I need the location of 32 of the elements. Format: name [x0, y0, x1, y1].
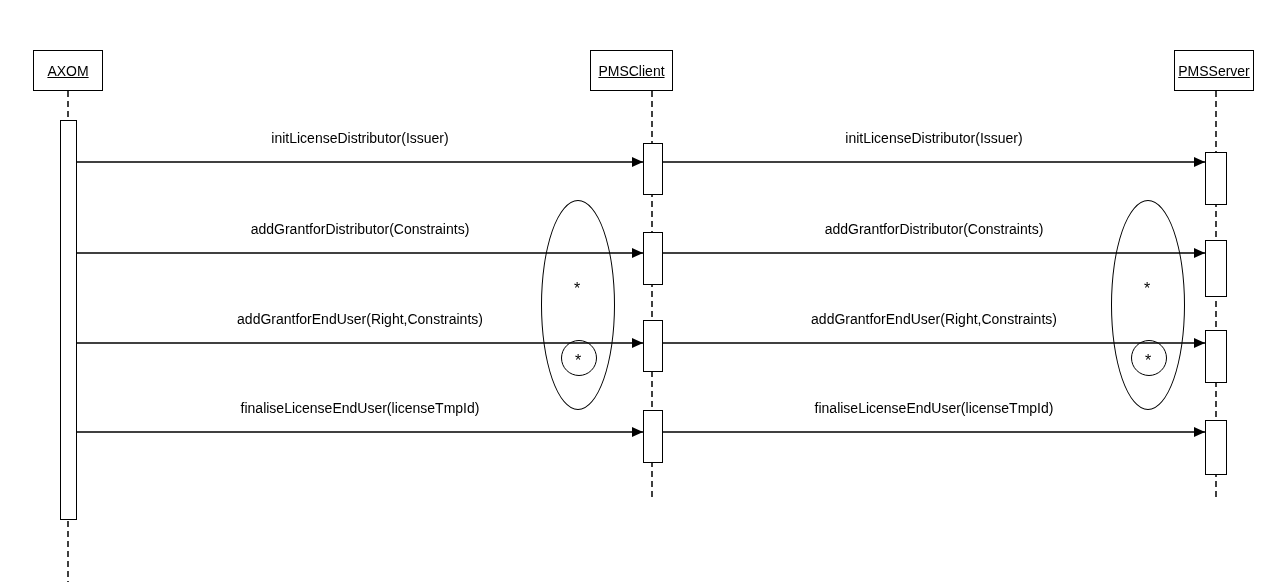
activation-bar — [643, 143, 663, 195]
message-label: finaliseLicenseEndUser(licenseTmpId) — [238, 400, 482, 416]
iteration-marker: * — [1144, 281, 1151, 297]
activation-bar — [643, 410, 663, 463]
message-arrow — [76, 338, 644, 348]
participant-box: AXOM — [33, 50, 103, 91]
activation-bar — [1205, 420, 1227, 475]
activation-bar — [1205, 240, 1227, 297]
activation-bar — [643, 320, 663, 372]
message-arrow — [76, 248, 644, 258]
message-arrow — [662, 248, 1206, 258]
participant-box: PMSServer — [1174, 50, 1254, 91]
iteration-marker: * — [575, 353, 582, 369]
activation-bar — [1205, 152, 1227, 205]
message-label: initLicenseDistributor(Issuer) — [269, 130, 451, 146]
message-label: addGrantforEndUser(Right,Constraints) — [235, 311, 485, 327]
message-arrow — [76, 157, 644, 167]
message-label: finaliseLicenseEndUser(licenseTmpId) — [812, 400, 1056, 416]
iteration-marker: * — [574, 281, 581, 297]
iteration-marker: * — [1145, 353, 1152, 369]
message-label: addGrantforDistributor(Constraints) — [822, 221, 1046, 237]
message-label: initLicenseDistributor(Issuer) — [843, 130, 1025, 146]
message-arrow — [662, 157, 1206, 167]
activation-bar — [60, 120, 77, 520]
message-arrow — [662, 427, 1206, 437]
participant-box: PMSClient — [590, 50, 673, 91]
message-label: addGrantforDistributor(Constraints) — [248, 221, 472, 237]
message-arrow — [76, 427, 644, 437]
activation-bar — [1205, 330, 1227, 383]
activation-bar — [643, 232, 663, 285]
message-label: addGrantforEndUser(Right,Constraints) — [809, 311, 1059, 327]
message-arrow — [662, 338, 1206, 348]
